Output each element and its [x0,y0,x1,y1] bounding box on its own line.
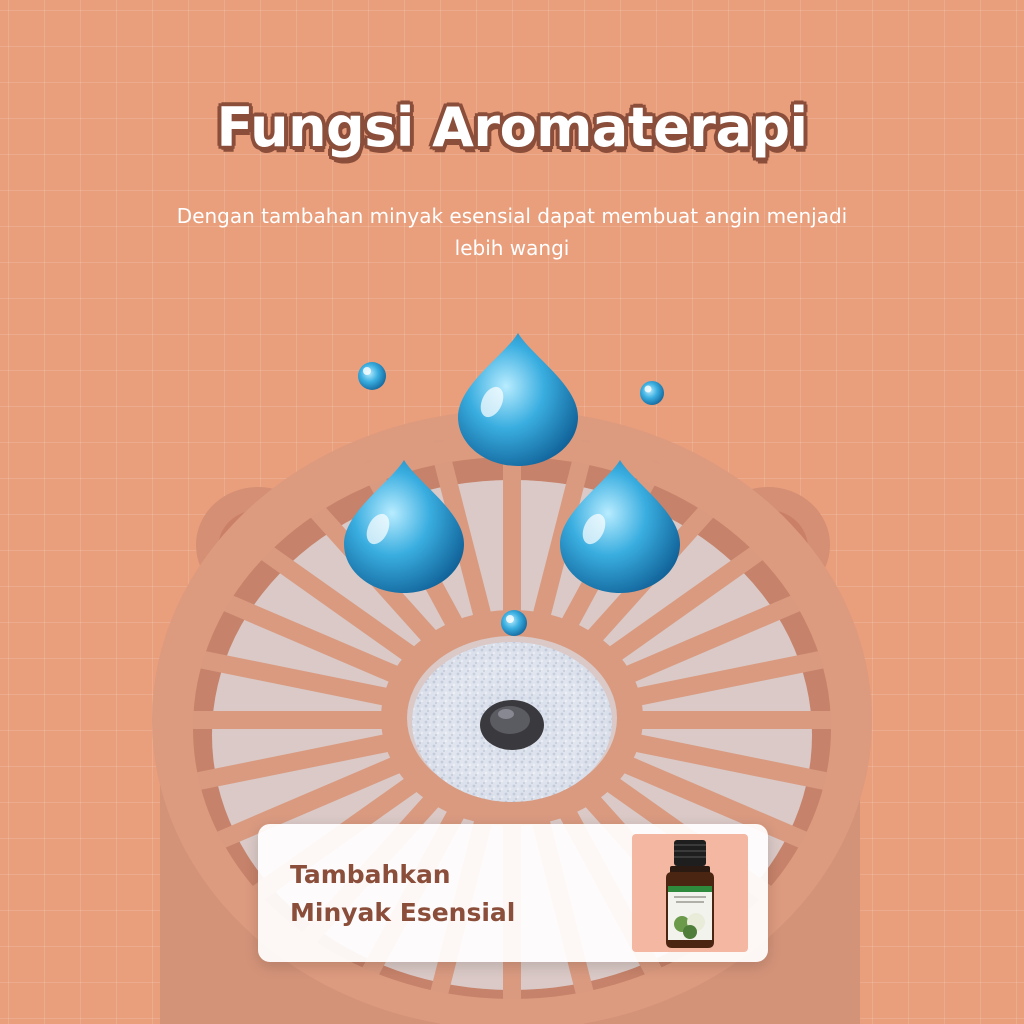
headline: Fungsi Aromaterapi [216,96,808,159]
grille-spoke [248,537,421,665]
grille-spoke [186,649,397,707]
grille-spoke [618,590,814,685]
grille-spoke [603,537,776,665]
product-image-frame [632,834,748,952]
water-drop-icon [358,362,664,636]
water-drop-icon [560,460,680,593]
grille-spoke [627,733,838,791]
grille-spoke [186,733,397,791]
callout-line-2: Minyak Esensial [290,898,516,927]
callout-card: Tambahkan Minyak Esensial [258,824,768,962]
callout-text: Tambahkan Minyak Esensial [290,856,610,932]
grille-spoke [627,649,838,707]
callout-line-1: Tambahkan [290,860,451,889]
water-drop-icon [344,460,464,593]
grille-spoke [210,755,406,850]
subtitle: Dengan tambahan minyak esensial dapat me… [176,204,848,260]
grille-spoke [618,755,814,850]
aroma-pad [412,642,612,802]
essential-oil-bottle-icon [666,840,714,948]
water-drop-icon [458,333,578,466]
grille-spoke [210,590,406,685]
